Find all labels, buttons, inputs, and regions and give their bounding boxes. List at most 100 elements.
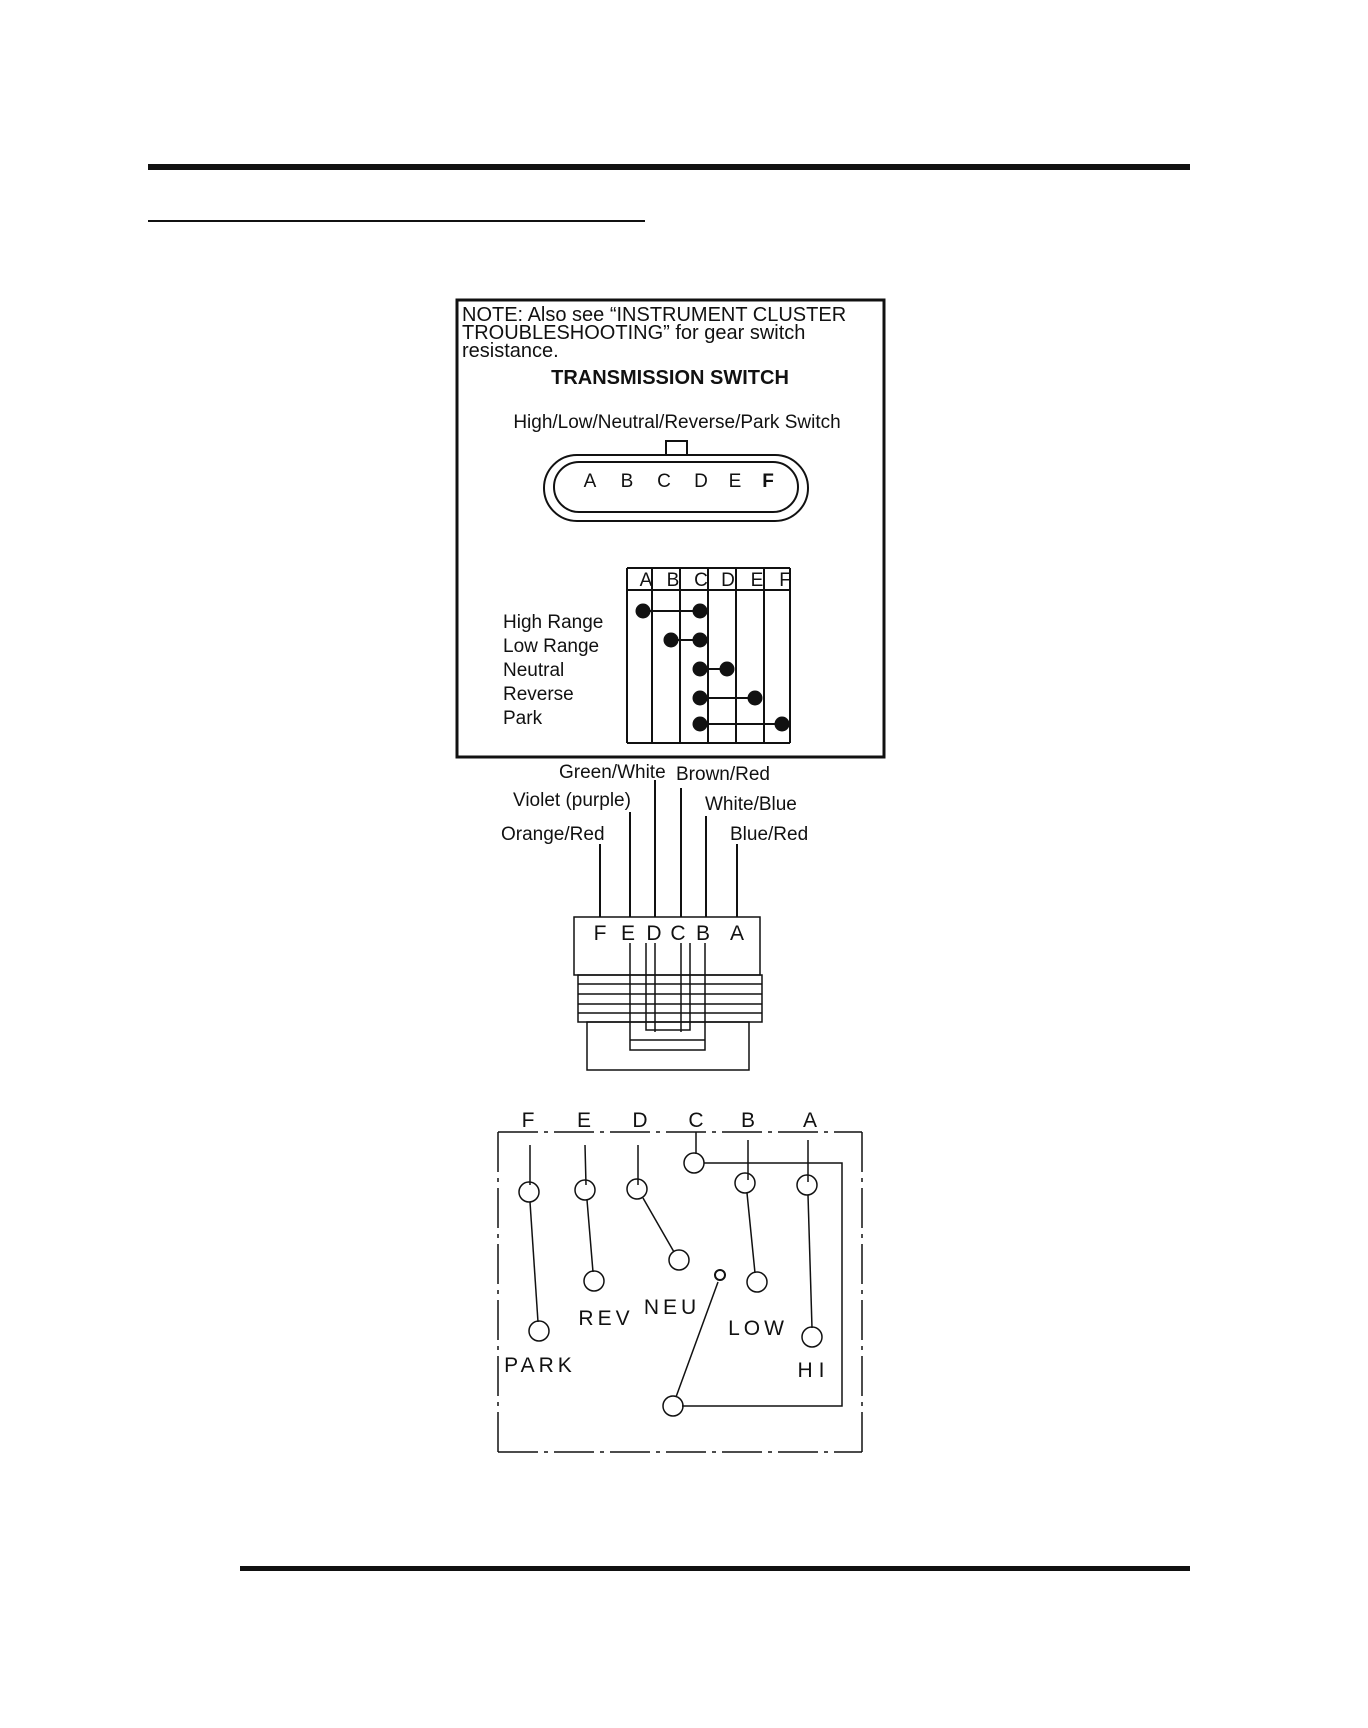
chart-col-f: F: [779, 570, 791, 591]
terminal-b: [734, 1172, 756, 1194]
plug-latch-outer: [629, 943, 706, 1051]
wire-label-blue-red: Blue/Red: [730, 824, 808, 845]
continuity-dot-c: [692, 661, 708, 677]
wire-leads: [599, 780, 738, 917]
common-pivot-terminal: [662, 1395, 684, 1417]
transmission-switch-info-box: NOTE: Also see “INSTRUMENT CLUSTER TROUB…: [455, 298, 886, 759]
schematic-pin-c: C: [688, 1109, 703, 1132]
connector-pin-a: A: [584, 471, 597, 492]
arm-hi: [807, 1194, 813, 1329]
chart-col-a: A: [640, 570, 653, 591]
schematic-pin-e: E: [577, 1109, 591, 1132]
plug-pin-f: F: [594, 922, 607, 945]
chart-col-c: C: [694, 570, 708, 591]
contact-low: [746, 1271, 768, 1293]
selector-wiper: [675, 1281, 719, 1398]
wiring-plug-side-view: [573, 916, 763, 1071]
terminal-a: [796, 1174, 818, 1196]
continuity-dot-b: [663, 632, 679, 648]
switch-title: TRANSMISSION SWITCH: [551, 367, 789, 389]
position-rev: REV: [578, 1307, 633, 1330]
connector-outer-shell: [543, 454, 809, 522]
continuity-chart-grid: [626, 567, 791, 744]
connector-inner-shell: [553, 461, 799, 513]
wire-color-labels: Green/White Brown/Red Violet (purple) Wh…: [501, 762, 808, 845]
contact-neu: [668, 1249, 690, 1271]
continuity-chart: A B C D E F High Range Low Range Neutral…: [503, 567, 791, 744]
switch-internal-schematic: F E D C B A: [497, 1109, 863, 1453]
connector-pin-c: C: [657, 471, 671, 492]
terminal-d: [626, 1178, 648, 1200]
connector-pin-d: D: [694, 471, 708, 492]
position-park: PARK: [504, 1354, 576, 1377]
connector-pin-e: E: [729, 471, 742, 492]
continuity-dot-d: [719, 661, 735, 677]
continuity-dot-c: [692, 603, 708, 619]
continuity-dot-c: [692, 632, 708, 648]
arm-rev: [586, 1199, 594, 1273]
continuity-chart-dots: [635, 603, 790, 732]
plug-ribbed-section: [577, 974, 763, 1023]
arm-low: [746, 1192, 756, 1274]
terminal-e: [574, 1179, 596, 1201]
plug-pin-letters: F E D C B A: [594, 922, 744, 945]
schematic-pin-b: B: [741, 1109, 755, 1132]
wire-label-orange-red: Orange/Red: [501, 824, 605, 845]
contact-rev: [583, 1270, 605, 1292]
chart-col-e: E: [751, 570, 764, 591]
terminal-f: [518, 1181, 540, 1203]
contact-hi: [801, 1326, 823, 1348]
switch-connector-face: A B C D E F: [543, 440, 809, 522]
row-label-neutral: Neutral: [503, 660, 564, 681]
connector-pin-b: B: [621, 471, 634, 492]
note-line-1: NOTE: Also see “INSTRUMENT CLUSTER: [462, 304, 846, 326]
chart-col-b: B: [667, 570, 680, 591]
plug-lower-body: [586, 1021, 750, 1071]
switch-subtitle: High/Low/Neutral/Reverse/Park Switch: [513, 412, 840, 433]
continuity-dot-c: [692, 716, 708, 732]
section-underline: [148, 220, 645, 222]
schematic-pin-a: A: [803, 1109, 817, 1132]
continuity-dot-c: [692, 690, 708, 706]
note-line-3: resistance.: [462, 340, 559, 362]
note-line-2: TROUBLESHOOTING” for gear switch: [462, 322, 805, 344]
connector-key-tab: [665, 440, 688, 456]
row-label-low-range: Low Range: [503, 636, 599, 657]
plug-latch-inner: [645, 943, 691, 1031]
wire-label-brown-red: Brown/Red: [676, 764, 770, 785]
lead-e: [584, 1144, 587, 1186]
chart-col-d: D: [721, 570, 735, 591]
plug-pin-b: B: [696, 922, 710, 945]
wiper-tip: [714, 1269, 726, 1281]
schematic-dashed-border: [497, 1131, 863, 1453]
common-return-wire: [682, 1162, 843, 1407]
wire-label-green-white: Green/White: [559, 762, 666, 783]
continuity-dot-e: [747, 690, 763, 706]
continuity-dot-f: [774, 716, 790, 732]
continuity-dot-a: [635, 603, 651, 619]
plug-pin-a: A: [730, 922, 744, 945]
plug-pin-d: D: [646, 922, 661, 945]
arm-neu: [642, 1197, 675, 1253]
position-neu: NEU: [644, 1296, 700, 1319]
row-label-reverse: Reverse: [503, 684, 574, 705]
arm-park: [529, 1201, 539, 1323]
schematic-wiring: [518, 1132, 843, 1417]
plug-pin-e: E: [621, 922, 635, 945]
position-low: LOW: [728, 1317, 788, 1340]
position-hi: HI: [798, 1359, 831, 1382]
plug-pin-c: C: [670, 922, 685, 945]
terminal-c: [683, 1152, 705, 1174]
contact-park: [528, 1320, 550, 1342]
schematic-pin-f: F: [522, 1109, 535, 1132]
row-label-high-range: High Range: [503, 612, 603, 633]
info-box-border: [455, 298, 886, 759]
header-rule: [148, 164, 1190, 170]
wire-label-white-blue: White/Blue: [705, 794, 797, 815]
wire-label-violet: Violet (purple): [513, 790, 631, 811]
schematic-pin-d: D: [632, 1109, 647, 1132]
row-label-park: Park: [503, 708, 543, 729]
footer-rule: [240, 1566, 1190, 1571]
connector-pin-f: F: [762, 471, 774, 492]
